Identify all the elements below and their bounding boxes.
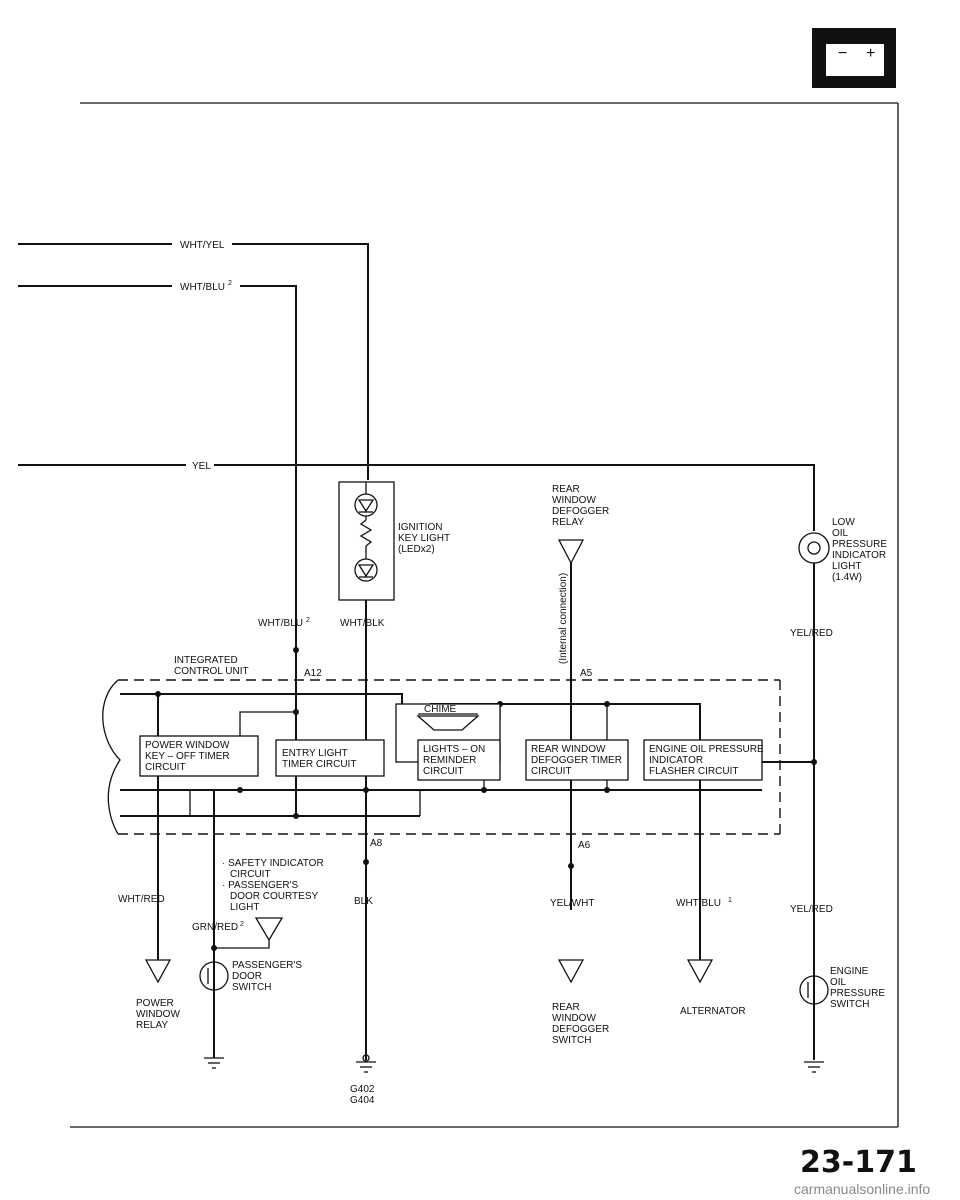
svg-text:GRN/RED: GRN/RED [192,922,238,933]
ground-icon [804,1061,824,1073]
svg-text:LIGHTS – ON REMINDER C: LIGHTS – ON REMINDER CIRCUIT [423,744,488,777]
svg-text:1: 1 [728,897,732,904]
svg-text:+: + [866,45,875,62]
defogger-relay-connector-icon [557,539,585,565]
watermark: carmanualsonline.info [794,1181,930,1197]
engine-oil-switch-icon [799,975,829,1005]
power-window-relay-connector-icon [144,959,172,984]
bus-top-right [430,703,701,740]
icu-label: INTEGRATED CONTROL UNIT [174,655,249,677]
ground-icon [204,1057,224,1069]
defogger-switch-label: REAR WINDOW DEFOGGER SWITCH [552,1002,612,1046]
svg-text:ENTRY LIGHT TIMER CIRCUIT: ENTRY LIGHT TIMER CIRCUIT [282,748,356,770]
defogger-timer-box [525,739,629,781]
defogger-switch-connector-icon [557,959,585,984]
engine-oil-flasher-box [643,739,763,781]
wire-entry-link [239,711,296,740]
ground-label: G402 G404 [350,1084,377,1106]
ignition-key-light [338,481,395,601]
engine-oil-switch-label: ENGINE OIL PRESSURE SWITCH [830,966,888,1010]
passenger-door-switch-label: PASSENGER'S DOOR SWITCH [232,960,305,993]
svg-text:WHT/BLU: WHT/BLU [258,618,303,629]
power-window-relay-label: POWER WINDOW RELAY [136,998,183,1031]
low-oil-light-icon [798,532,830,564]
svg-text:BLK: BLK [354,896,373,907]
wire-label-wht-blu: WHT/BLU [180,282,225,293]
svg-text:ENGINE OIL PRESSURE INDICA: ENGINE OIL PRESSURE INDICATOR FLASHER CI… [649,744,766,777]
svg-text:WHT/BLK: WHT/BLK [340,618,385,629]
battery-icon: − + [812,28,896,88]
chime-icon [416,715,480,731]
svg-text:A5: A5 [580,668,593,679]
svg-text:ALTERNATOR: ALTERNATOR [680,1006,746,1017]
svg-text:WHT/RED: WHT/RED [118,894,165,905]
ignition-key-light-label: IGNITION KEY LIGHT (LEDx2) [398,522,453,555]
svg-text:(Internal connection): (Internal connection) [558,573,569,664]
wire-wht-blu [240,285,297,620]
svg-text:YEL/RED: YEL/RED [790,628,833,639]
svg-text:−: − [838,45,847,62]
page-number: 23-171 [800,1145,917,1180]
lights-on-reminder-box [417,739,501,781]
svg-text:A12: A12 [304,668,322,679]
svg-text:YEL/WHT: YEL/WHT [550,898,594,909]
svg-text:2: 2 [240,921,244,928]
entry-light-timer-box [275,739,385,777]
power-window-timer-box [139,735,259,777]
svg-text:YEL/RED: YEL/RED [790,904,833,915]
courtesy-light-connector-icon [254,917,284,942]
svg-text:CHIME: CHIME [424,704,457,715]
svg-text:2: 2 [306,617,310,624]
wire-label-wht-yel: WHT/YEL [180,240,225,251]
bus-top [120,693,403,704]
defogger-relay-label: REAR WINDOW DEFOGGER RELAY [552,484,612,528]
svg-text:A8: A8 [370,838,383,849]
wire-wht-yel [232,243,369,480]
safety-notes: · SAFETY INDICATOR CIRCUIT · PASSENGER'S… [222,858,326,913]
svg-text:REAR WINDOW DEFOGGER TIMER: REAR WINDOW DEFOGGER TIMER CIRCUIT [531,744,625,777]
wire-yel [214,464,815,531]
ground-icon [356,1054,376,1073]
alternator-connector-icon [686,959,714,984]
svg-text:POWER WINDOW KEY – OFF TIM: POWER WINDOW KEY – OFF TIMER CIRCUIT [145,740,232,773]
svg-text:A6: A6 [578,840,591,851]
svg-text:2: 2 [228,280,232,287]
wire-label-yel: YEL [192,461,211,472]
low-oil-light-label: LOW OIL PRESSURE INDICATOR LIGHT (1.4W) [832,517,890,583]
icu-boundary [102,679,781,835]
svg-text:WHT/BLU: WHT/BLU [676,898,721,909]
